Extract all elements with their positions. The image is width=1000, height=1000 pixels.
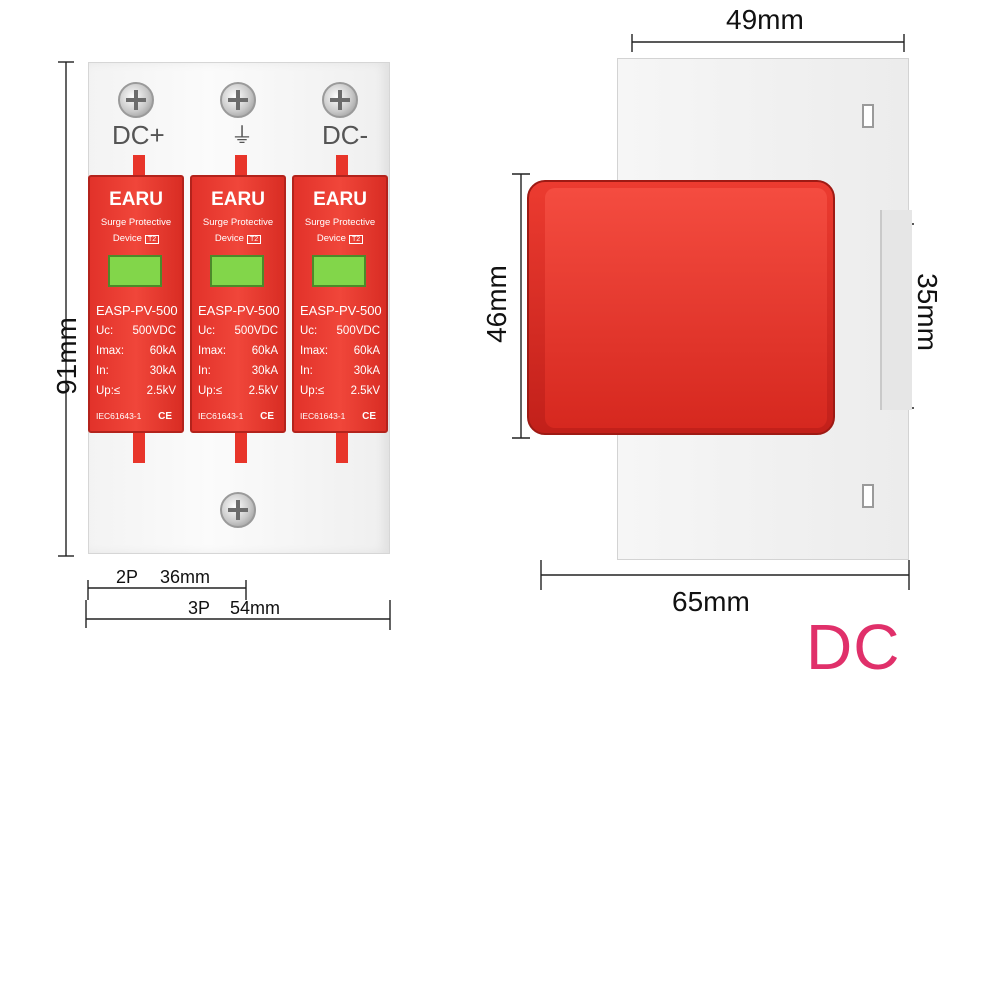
spec-value: 30kA — [149, 365, 176, 377]
terminal-screw-icon — [322, 82, 358, 118]
side-slot — [862, 484, 874, 508]
spec-label: In: — [300, 365, 313, 377]
module-line1: Surge Protective — [304, 217, 376, 228]
spec-label: Uc: — [300, 325, 318, 337]
spec-value: 2.5kV — [146, 385, 176, 397]
spec-label: Up:≤ — [96, 385, 121, 397]
width-2p-poles: 2P — [116, 567, 139, 587]
side-view-cap-face — [545, 188, 827, 428]
ce-mark: CE — [158, 411, 172, 422]
status-indicator-window — [108, 255, 162, 287]
ce-mark: CE — [362, 411, 376, 422]
spec-value: 30kA — [353, 365, 380, 377]
module-model: EASP-PV-500 — [96, 303, 178, 318]
spec-value: 500VDC — [132, 325, 176, 337]
ground-symbol-icon: ⏚ — [231, 123, 254, 148]
terminal-screw-icon — [220, 82, 256, 118]
side-slot — [862, 104, 874, 128]
spec-value: 60kA — [149, 345, 176, 357]
module-line1: Surge Protective — [100, 217, 172, 228]
width-3p-value: 54mm — [230, 598, 281, 618]
ce-mark: CE — [260, 411, 274, 422]
spec-label: In: — [96, 365, 109, 377]
module-brand: EARU — [313, 189, 367, 210]
spec-label: Up:≤ — [300, 385, 325, 397]
status-indicator-window — [312, 255, 366, 287]
spec-value: 30kA — [251, 365, 278, 377]
spec-value: 2.5kV — [350, 385, 380, 397]
module-model: EASP-PV-500 — [300, 303, 382, 318]
spec-value: 500VDC — [234, 325, 278, 337]
terminal-screw-icon — [118, 82, 154, 118]
mounting-screw-icon — [220, 492, 256, 528]
module-bottom-tab — [133, 433, 145, 463]
din-rail-clip — [880, 210, 912, 410]
class-mark: T2 — [348, 235, 364, 244]
spec-label: Up:≤ — [198, 385, 223, 397]
spec-value: 500VDC — [336, 325, 380, 337]
spec-label: Imax: — [300, 345, 329, 357]
module-line1: Surge Protective — [202, 217, 274, 228]
spec-label: Uc: — [198, 325, 216, 337]
spec-label: Imax: — [198, 345, 227, 357]
module-standard: IEC61643-1 — [198, 411, 244, 421]
module-line2: Device — [214, 233, 244, 244]
side-top-dimension-label: 49mm — [726, 4, 804, 35]
class-mark: T2 — [246, 235, 262, 244]
spec-value: 60kA — [353, 345, 380, 357]
height-dimension-label: 91mm — [51, 317, 82, 395]
terminal-label-dc-plus: DC+ — [112, 120, 165, 150]
module-bottom-tab — [235, 433, 247, 463]
spec-value: 60kA — [251, 345, 278, 357]
width-2p-value: 36mm — [160, 567, 211, 587]
module-standard: IEC61643-1 — [96, 411, 142, 421]
dc-badge: DC — [806, 611, 901, 683]
status-indicator-window — [210, 255, 264, 287]
width-3p-poles: 3P — [188, 598, 211, 618]
spec-label: Uc: — [96, 325, 114, 337]
module-brand: EARU — [109, 189, 163, 210]
spec-label: Imax: — [96, 345, 125, 357]
spec-value: 2.5kV — [248, 385, 278, 397]
module-bottom-tab — [336, 433, 348, 463]
spec-label: In: — [198, 365, 211, 377]
module-line2: Device — [316, 233, 346, 244]
module-standard: IEC61643-1 — [300, 411, 346, 421]
rail-dimension-label: 35mm — [912, 273, 943, 351]
cap-height-dimension-label: 46mm — [481, 265, 512, 343]
module-brand: EARU — [211, 189, 265, 210]
class-mark: T2 — [144, 235, 160, 244]
module-line2: Device — [112, 233, 142, 244]
module-model: EASP-PV-500 — [198, 303, 280, 318]
terminal-label-dc-minus: DC- — [322, 120, 369, 150]
side-bottom-dimension-label: 65mm — [672, 586, 750, 617]
